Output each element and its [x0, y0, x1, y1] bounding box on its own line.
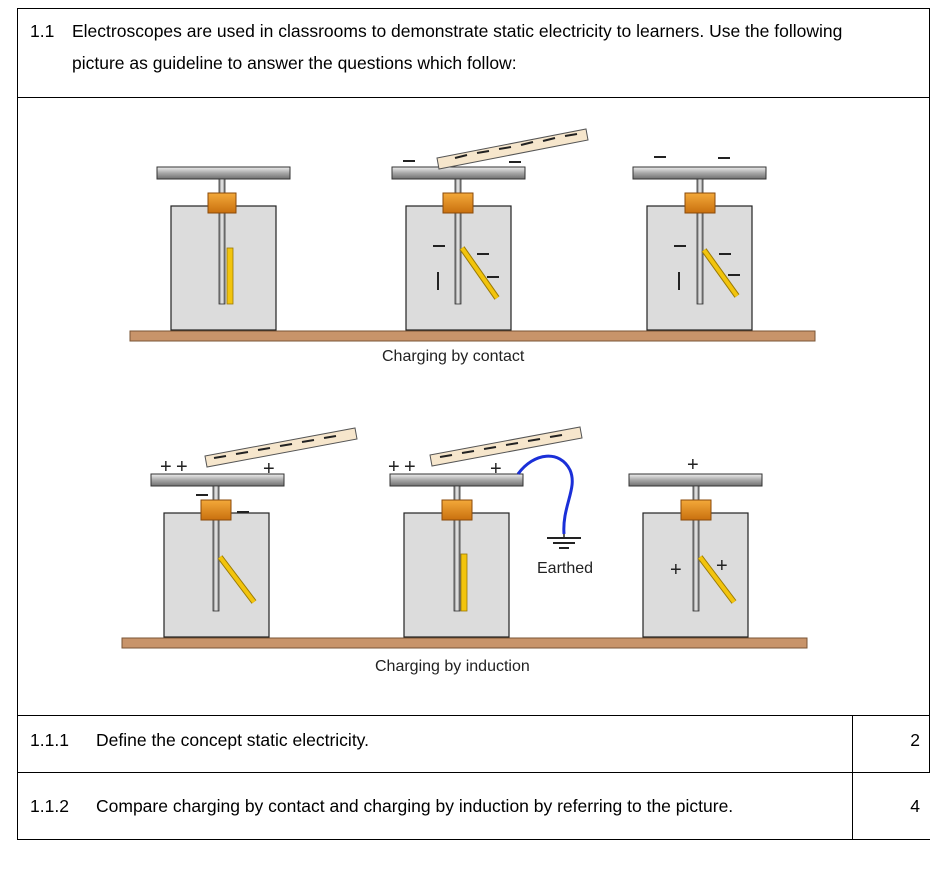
earth-wire — [516, 454, 574, 535]
contact-caption: Charging by contact — [382, 348, 525, 365]
bench — [129, 330, 816, 342]
plus-sign: + — [716, 555, 728, 577]
plus-sign: + — [490, 458, 502, 480]
electroscope-charged-positive: + + + — [628, 454, 763, 638]
plus-sign: + — [687, 454, 699, 476]
subquestion-number: 1.1.1 — [30, 730, 69, 750]
subquestion-marks: 4 — [910, 796, 920, 816]
question-text-line2: picture as guideline to answer the quest… — [72, 53, 517, 73]
electroscope-induction-near: + + + — [150, 427, 358, 638]
plus-sign: + — [388, 456, 400, 478]
question-text-line1: Electroscopes are used in classrooms to … — [72, 21, 843, 41]
electroscope-contact — [391, 128, 589, 331]
subquestion-text: Define the concept static electricity. — [96, 730, 369, 750]
question-number: 1.1 — [30, 21, 55, 41]
electroscope-neutral — [156, 166, 291, 331]
border-bottom — [17, 839, 930, 840]
border-right — [929, 8, 930, 772]
earthed-label: Earthed — [537, 560, 593, 577]
subquestion-marks: 2 — [910, 730, 920, 750]
border-row2 — [17, 715, 930, 716]
border-row1 — [17, 97, 930, 98]
bench — [121, 637, 808, 649]
plus-sign: + — [404, 456, 416, 478]
electroscope-earthed: + + + Earthed — [388, 426, 593, 638]
earth-symbol-icon — [547, 534, 581, 549]
plus-sign: + — [263, 458, 275, 480]
electroscope-charged-negative — [632, 156, 767, 331]
border-row3 — [17, 772, 930, 773]
question-table: 1.1 Electroscopes are used in classrooms… — [17, 8, 930, 840]
plus-sign: + — [670, 559, 682, 581]
plus-sign: + — [176, 456, 188, 478]
plus-sign: + — [160, 456, 172, 478]
border-top — [17, 8, 930, 9]
marks-divider — [852, 715, 853, 839]
subquestion-number: 1.1.2 — [30, 796, 69, 816]
border-left — [17, 8, 18, 839]
induction-caption: Charging by induction — [375, 658, 530, 675]
subquestion-text: Compare charging by contact and charging… — [96, 796, 734, 816]
